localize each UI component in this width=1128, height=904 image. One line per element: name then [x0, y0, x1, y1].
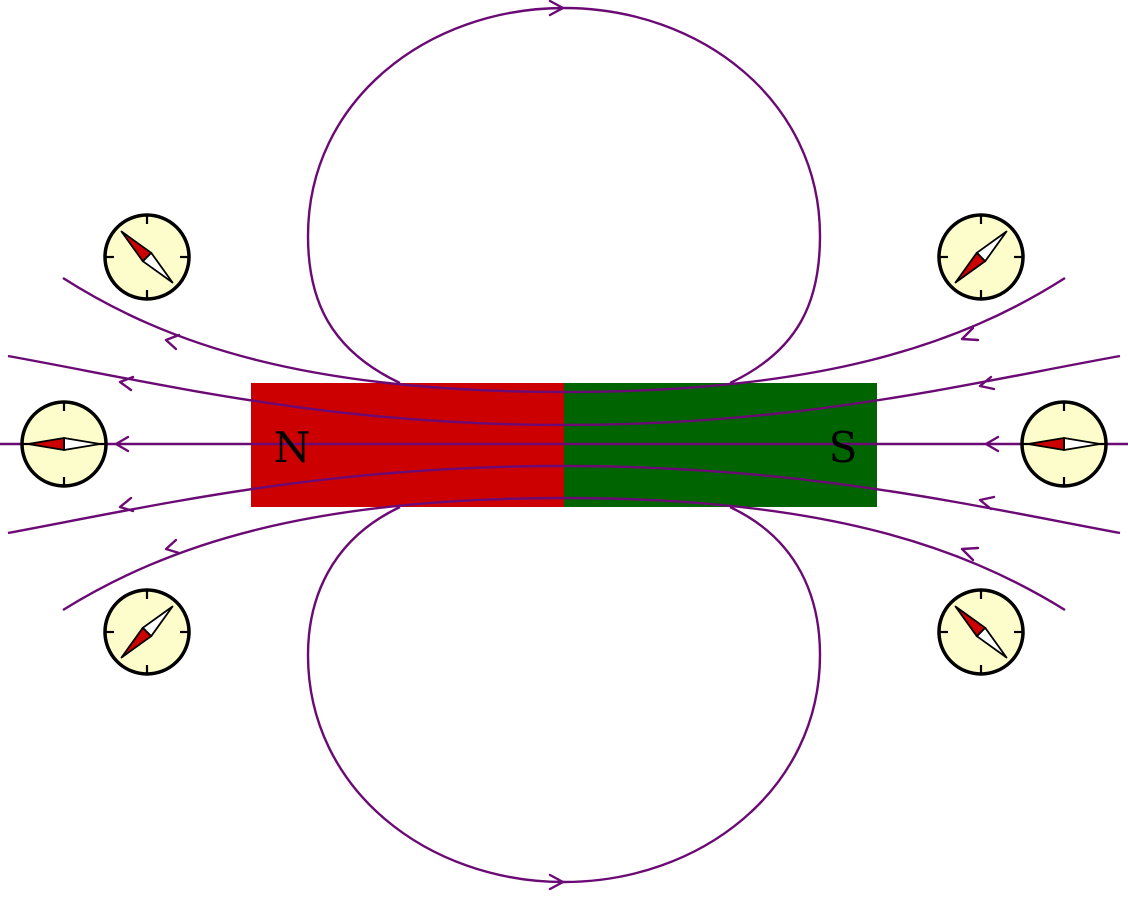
field-line-top-loop [306, 6, 822, 385]
compass-needle-north [120, 626, 153, 659]
south-pole-label: S [829, 423, 858, 472]
compass-upper-right [937, 213, 1025, 301]
compass-needle-north [27, 437, 65, 451]
arrow-bottom-loop [548, 873, 565, 891]
compass-needle-north [1027, 437, 1065, 451]
field-line-upper-outer [62, 276, 1066, 394]
field-line-upper-inner [7, 354, 1121, 427]
compass-right [1020, 400, 1108, 488]
field-arrows [114, 0, 1000, 891]
compass-needle-north [120, 230, 153, 263]
arrow-left-upper-outer [164, 333, 181, 351]
arrow-left-axis [114, 435, 130, 453]
arrow-right-axis [984, 435, 1000, 453]
compass-lower-right [937, 588, 1025, 676]
compass-lower-left [103, 588, 191, 676]
arrow-left-upper-inner [118, 375, 135, 392]
compass-needle-north [954, 605, 987, 638]
compass-left [20, 400, 108, 488]
arrow-right-lower-inner [978, 495, 996, 511]
compass-needle-north [954, 251, 987, 284]
arrow-top-loop [548, 0, 565, 17]
arrow-left-lower-outer [164, 538, 181, 555]
field-line-bottom-loop [306, 505, 822, 884]
arrow-right-upper-inner [978, 375, 996, 391]
field-line-lower-outer [62, 496, 1066, 612]
field-lines [0, 6, 1128, 884]
arrow-right-upper-outer [960, 326, 980, 342]
field-line-lower-inner [7, 464, 1121, 535]
arrow-left-lower-inner [118, 496, 135, 513]
north-pole-label: N [274, 423, 311, 472]
arrow-right-lower-outer [960, 546, 980, 562]
compasses [20, 213, 1108, 676]
compass-upper-left [103, 213, 191, 301]
